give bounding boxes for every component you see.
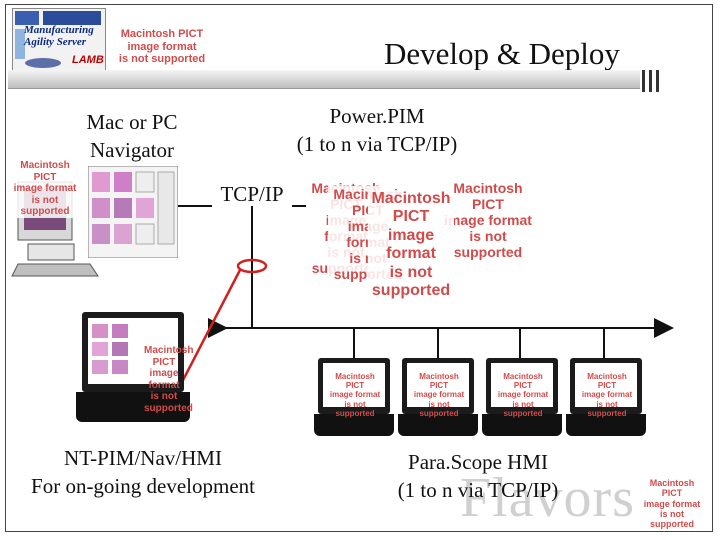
hmi-laptop-icon bbox=[486, 358, 558, 414]
pict-line-1: Macintosh PICT bbox=[649, 478, 695, 499]
hmi-laptop-icon bbox=[318, 358, 390, 414]
pict-placeholder-powerpim-4: Macintosh PICT image format is not suppo… bbox=[368, 190, 454, 301]
laptop-computer-icon bbox=[82, 312, 184, 392]
laptop-screen-content bbox=[92, 324, 128, 374]
pict-placeholder-bottom-right: Macintosh PICT image format is not suppo… bbox=[640, 478, 704, 530]
pict-line-2: image format bbox=[444, 212, 532, 229]
pict-line-1: Macintosh PICT bbox=[419, 372, 459, 391]
hmi-laptop-keyboard bbox=[482, 414, 562, 436]
pict-placeholder-desktop: Macintosh PICT image format is not suppo… bbox=[10, 160, 80, 218]
pict-line-2: image format bbox=[581, 390, 633, 400]
ntpim-label: NT-PIM/Nav/HMI For on-going development bbox=[10, 444, 276, 500]
hmi-laptop-icon bbox=[402, 358, 474, 414]
pict-placeholder-hmi-1: Macintosh PICT image format is not suppo… bbox=[326, 372, 384, 418]
navigator-label-line-2: Navigator bbox=[90, 138, 174, 162]
hmi-laptop-keyboard bbox=[314, 414, 394, 436]
powerpim-label-line-1: Power.PIM bbox=[329, 104, 425, 128]
pict-line-1: Macintosh PICT bbox=[120, 28, 204, 40]
pict-line-1: Macintosh PICT bbox=[587, 372, 627, 391]
pict-line-3: is not supported bbox=[20, 194, 70, 218]
page-title: Develop & Deploy bbox=[384, 36, 620, 71]
hmi-laptop-screen bbox=[407, 363, 469, 407]
flavors-watermark: Flavors bbox=[460, 467, 635, 529]
pict-line-3: is not supported bbox=[419, 399, 459, 418]
powerpim-label: Power.PIM (1 to n via TCP/IP) bbox=[272, 102, 482, 158]
tcpip-label: TCP/IP bbox=[220, 182, 284, 206]
title-underline bbox=[8, 70, 640, 89]
logo-line-1: Manufacturing bbox=[24, 24, 94, 36]
slide-frame bbox=[5, 4, 713, 532]
pict-line-3: is not supported bbox=[453, 228, 523, 261]
hmi-laptop-keyboard bbox=[398, 414, 478, 436]
pict-line-2: image format bbox=[148, 368, 180, 391]
pict-line-3: is not supported bbox=[503, 399, 543, 418]
pict-line-3: is not supported bbox=[587, 399, 627, 418]
powerpim-label-line-2: (1 to n via TCP/IP) bbox=[296, 132, 458, 156]
ntpim-label-line-2: For on-going development bbox=[31, 474, 255, 498]
pict-line-2: image format bbox=[329, 390, 381, 400]
logo-text: Manufacturing Agility Server bbox=[24, 24, 94, 48]
pict-placeholder-hmi-4: Macintosh PICT image format is not suppo… bbox=[578, 372, 636, 418]
parascope-label: Para.Scope HMI (1 to n via TCP/IP) bbox=[372, 448, 584, 504]
pict-placeholder-top: Macintosh PICT image format is not suppo… bbox=[108, 28, 216, 66]
parascope-label-line-1: Para.Scope HMI bbox=[408, 450, 548, 474]
pict-placeholder-laptop: Macintosh PICT image format is not suppo… bbox=[144, 345, 194, 414]
red-link-line bbox=[178, 269, 242, 387]
pict-placeholder-hmi-3: Macintosh PICT image format is not suppo… bbox=[494, 372, 552, 418]
pict-line-1: Macintosh PICT bbox=[503, 372, 543, 391]
pict-line-3: is not supported bbox=[118, 53, 206, 66]
hmi-laptop-icon bbox=[570, 358, 642, 414]
navigator-label-line-1: Mac or PC bbox=[86, 110, 178, 134]
pict-line-3: is not supported bbox=[144, 391, 193, 414]
pict-line-2: image format bbox=[413, 390, 465, 400]
pict-line-2: image format bbox=[127, 40, 197, 53]
hmi-laptop-screen bbox=[575, 363, 637, 407]
parascope-label-line-2: (1 to n via TCP/IP) bbox=[397, 478, 559, 502]
hmi-laptop-screen bbox=[491, 363, 553, 407]
hmi-laptop-screen bbox=[323, 363, 385, 407]
laptop-keyboard bbox=[76, 392, 190, 422]
pict-placeholder-hmi-2: Macintosh PICT image format is not suppo… bbox=[410, 372, 468, 418]
pict-line-3: is not supported bbox=[650, 509, 694, 530]
title-bars-icon bbox=[642, 70, 659, 92]
ntpim-label-line-1: NT-PIM/Nav/HMI bbox=[64, 446, 222, 470]
pict-line-3: is not supported bbox=[371, 263, 451, 299]
pict-line-2: image format bbox=[643, 498, 701, 509]
pict-line-2: image format bbox=[13, 183, 77, 194]
pict-line-1: Macintosh PICT bbox=[20, 160, 70, 183]
pict-line-2: image format bbox=[497, 390, 549, 400]
pict-line-1: Macintosh PICT bbox=[453, 180, 523, 213]
pict-line-2: image format bbox=[386, 226, 436, 263]
connection-ellipse-icon bbox=[236, 258, 268, 274]
logo-line-2: Agility Server bbox=[24, 36, 87, 48]
logo-brand: LAMB bbox=[72, 54, 104, 66]
pict-line-1: Macintosh PICT bbox=[335, 372, 375, 391]
pict-line-1: Macintosh PICT bbox=[371, 190, 451, 226]
navigator-label: Mac or PC Navigator bbox=[60, 108, 204, 164]
laptop-screen bbox=[88, 318, 178, 384]
logo-graphic-icon bbox=[15, 11, 101, 68]
hmi-laptop-keyboard bbox=[566, 414, 646, 436]
pict-line-3: is not supported bbox=[335, 399, 375, 418]
pict-placeholder-powerpim-3: Macintosh PICT image format is not suppo… bbox=[440, 180, 536, 261]
navigator-window-icon bbox=[88, 166, 178, 258]
pict-line-1: Macintosh PICT bbox=[144, 345, 194, 368]
